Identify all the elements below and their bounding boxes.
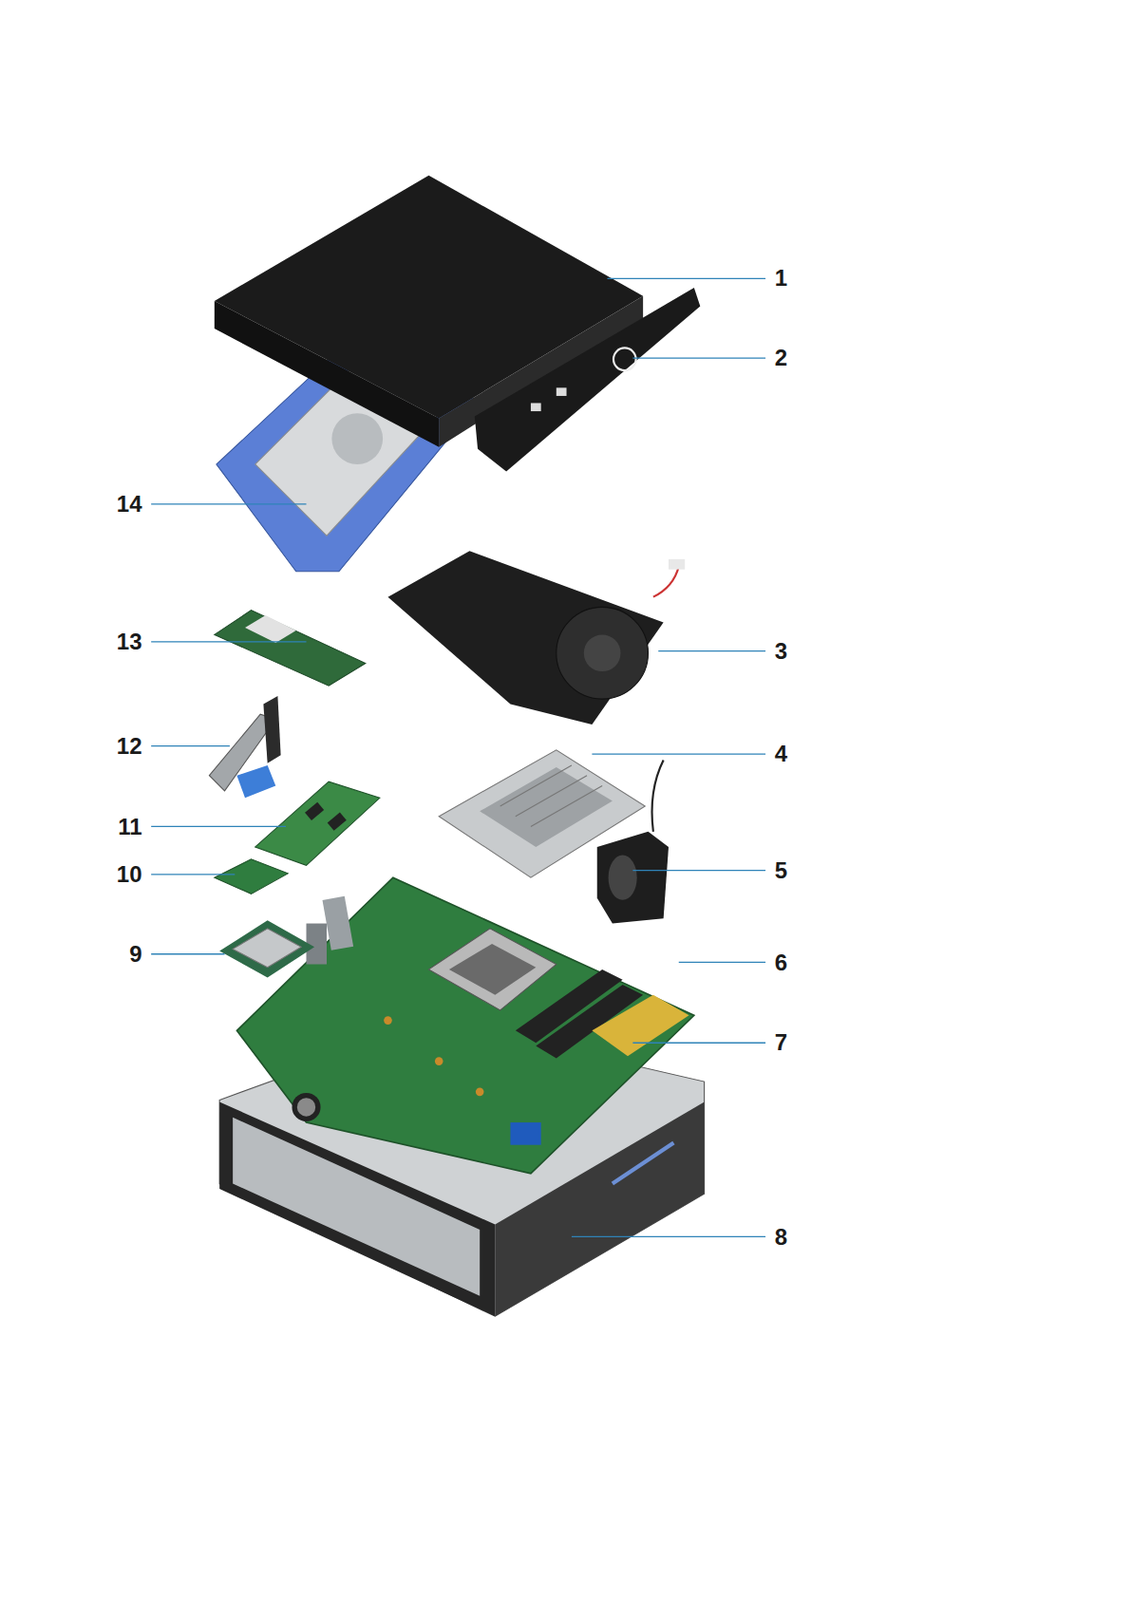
bracket [208,696,281,798]
ssd [214,610,366,687]
callout-number: 4 [773,742,790,766]
callout-number: 14 [114,492,145,516]
front-bezel [474,287,700,472]
callout-number: 9 [127,943,144,966]
callout-number: 8 [773,1226,790,1249]
callout-number: 1 [773,266,790,290]
memory-module [255,781,380,866]
callout-number: 7 [773,1031,790,1055]
callout-number: 11 [115,815,144,839]
callout-number: 3 [773,640,790,663]
callout-number: 10 [114,863,145,887]
processor [219,920,315,978]
callout-number: 5 [773,859,790,883]
callout-number: 6 [773,951,790,975]
fan [387,550,685,725]
leader-lines [150,278,766,1237]
wlan-card [214,859,288,895]
callout-number: 2 [773,346,790,370]
speaker [597,760,669,925]
callout-number: 12 [114,735,145,758]
callout-number: 13 [114,630,145,654]
